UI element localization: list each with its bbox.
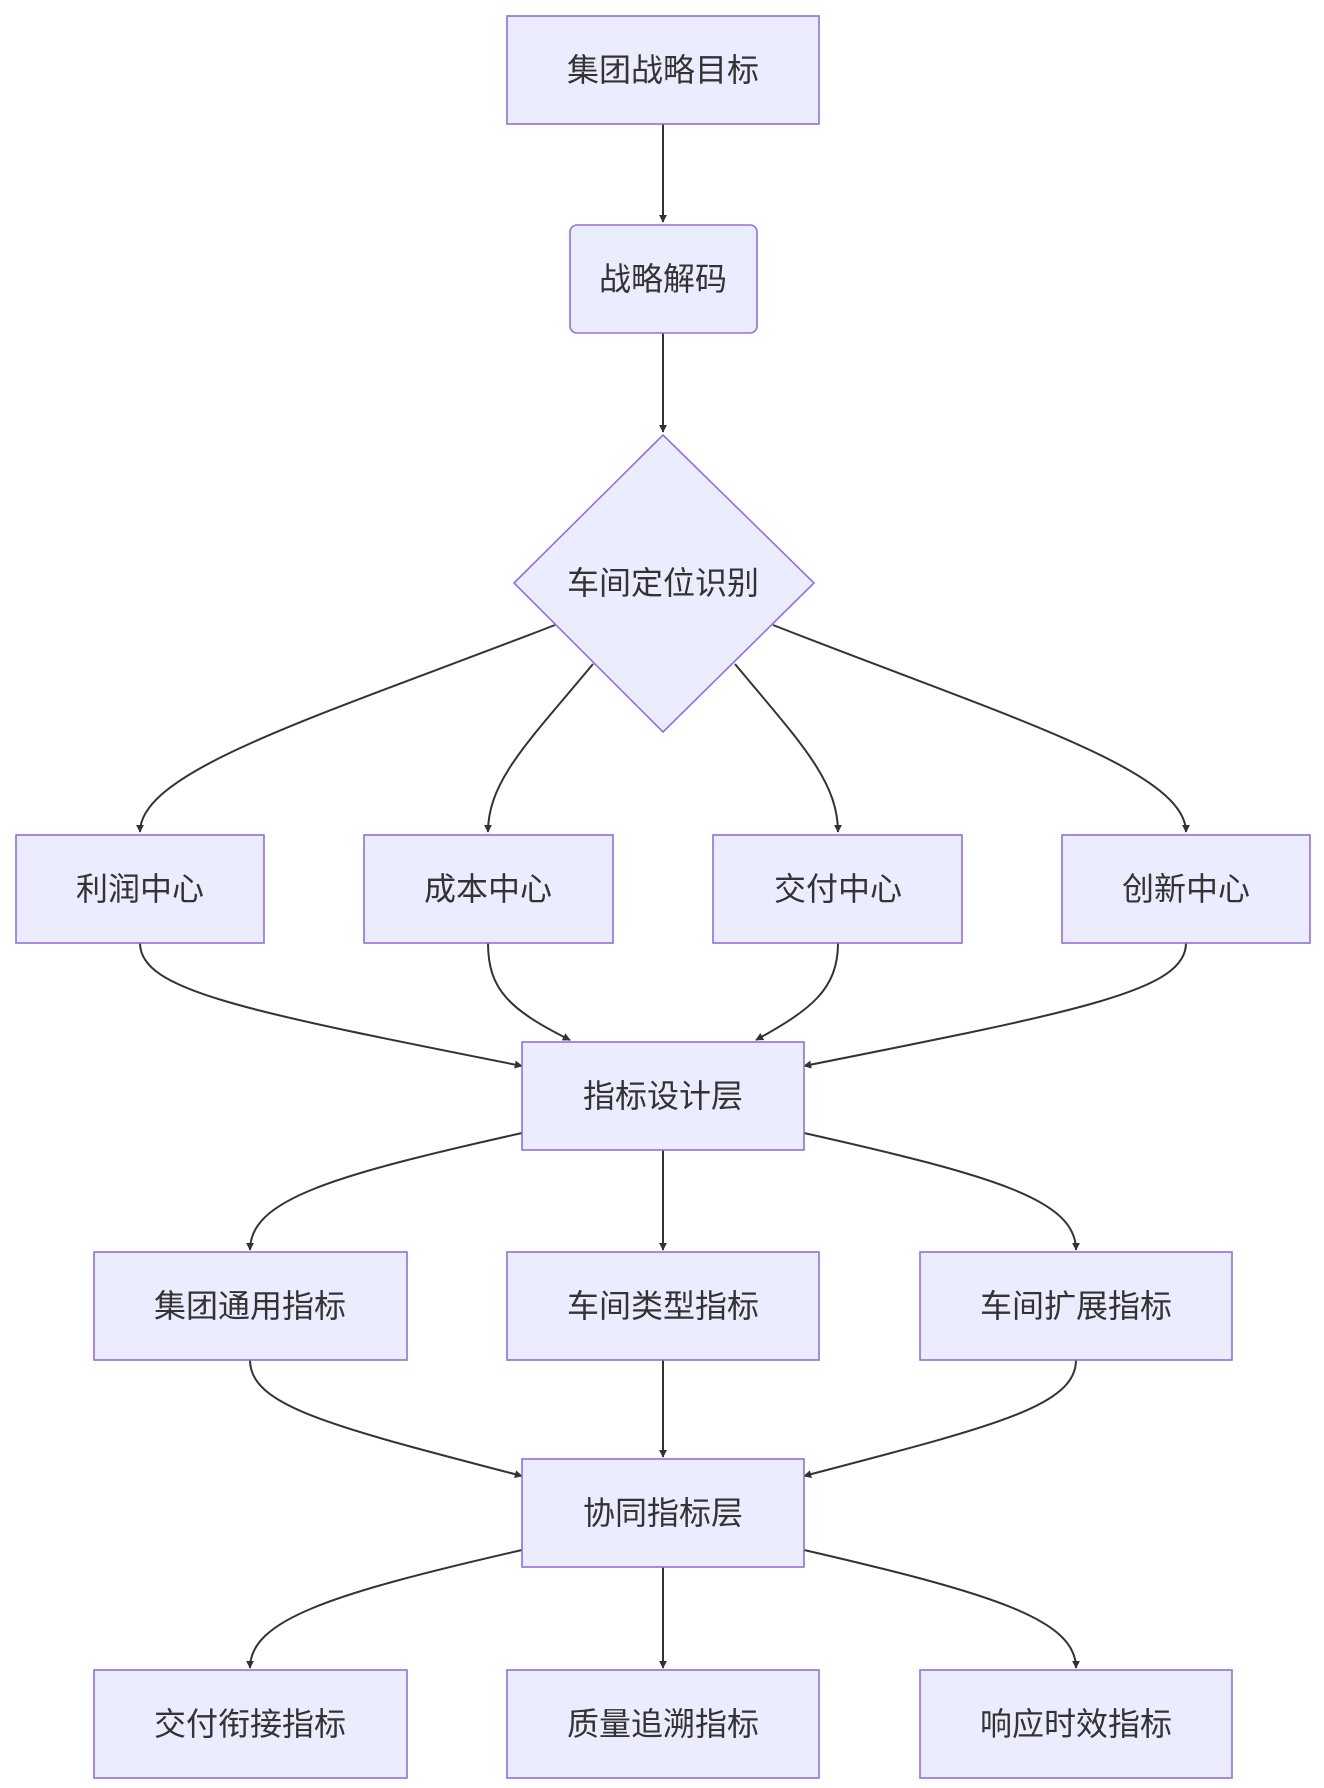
node-profit-center[interactable]: 利润中心: [15, 834, 265, 944]
node-response-timeliness-indicators-label: 响应时效指标: [980, 1705, 1172, 1743]
node-cost-center-label: 成本中心: [424, 870, 552, 908]
node-indicator-design-layer[interactable]: 指标设计层: [521, 1041, 805, 1151]
node-strategic-goal-label: 集团战略目标: [567, 51, 759, 89]
node-response-timeliness-indicators[interactable]: 响应时效指标: [919, 1669, 1233, 1779]
node-group-common-indicators[interactable]: 集团通用指标: [93, 1251, 408, 1361]
node-strategy-decode[interactable]: 战略解码: [569, 224, 758, 334]
node-profit-center-label: 利润中心: [76, 870, 204, 908]
edge-design-layer-to-workshop-extension: [803, 1132, 1080, 1251]
edges: [136, 124, 1190, 1669]
edge-positioning-to-delivery-center: [734, 663, 842, 833]
node-workshop-extension-indicators[interactable]: 车间扩展指标: [919, 1251, 1233, 1361]
edge-positioning-to-cost-center: [484, 663, 594, 833]
node-innovation-center[interactable]: 创新中心: [1061, 834, 1311, 944]
node-group-common-indicators-label: 集团通用指标: [154, 1287, 346, 1325]
edge-profit-center-to-design-layer: [139, 942, 523, 1069]
edge-delivery-center-to-design-layer: [755, 942, 839, 1041]
edge-workshop-extension-to-collab-layer: [803, 1359, 1077, 1479]
node-innovation-center-label: 创新中心: [1122, 870, 1250, 908]
edge-cost-center-to-design-layer: [487, 942, 571, 1041]
edge-positioning-to-innovation-center: [772, 624, 1190, 833]
edge-innovation-center-to-design-layer: [803, 942, 1187, 1069]
node-quality-traceability-indicators-label: 质量追溯指标: [567, 1705, 759, 1743]
node-delivery-handover-indicators[interactable]: 交付衔接指标: [93, 1669, 408, 1779]
edge-design-layer-to-group-common: [246, 1132, 523, 1251]
node-quality-traceability-indicators[interactable]: 质量追溯指标: [506, 1669, 820, 1779]
node-strategic-goal[interactable]: 集团战略目标: [506, 15, 820, 125]
node-workshop-extension-indicators-label: 车间扩展指标: [980, 1287, 1172, 1325]
node-delivery-center-label: 交付中心: [774, 870, 902, 908]
node-collaborative-indicator-layer-label: 协同指标层: [583, 1494, 743, 1532]
node-workshop-type-indicators-label: 车间类型指标: [567, 1287, 759, 1325]
node-workshop-positioning[interactable]: 车间定位识别: [512, 433, 816, 734]
node-delivery-handover-indicators-label: 交付衔接指标: [154, 1705, 346, 1743]
edge-group-common-to-collab-layer: [249, 1359, 523, 1479]
node-delivery-center[interactable]: 交付中心: [712, 834, 963, 944]
node-workshop-type-indicators[interactable]: 车间类型指标: [506, 1251, 820, 1361]
node-workshop-positioning-label: 车间定位识别: [567, 564, 759, 602]
node-cost-center[interactable]: 成本中心: [363, 834, 614, 944]
node-strategy-decode-label: 战略解码: [599, 260, 727, 298]
node-indicator-design-layer-label: 指标设计层: [583, 1077, 743, 1115]
nodes: 集团战略目标 战略解码 车间定位识别 利润中心 成本中心 交付中心 创新中心: [15, 15, 1311, 1779]
node-collaborative-indicator-layer[interactable]: 协同指标层: [521, 1458, 805, 1568]
edge-collab-layer-to-response-timeliness: [803, 1549, 1080, 1669]
edge-collab-layer-to-delivery-handover: [246, 1549, 523, 1669]
edge-positioning-to-profit-center: [136, 624, 556, 833]
